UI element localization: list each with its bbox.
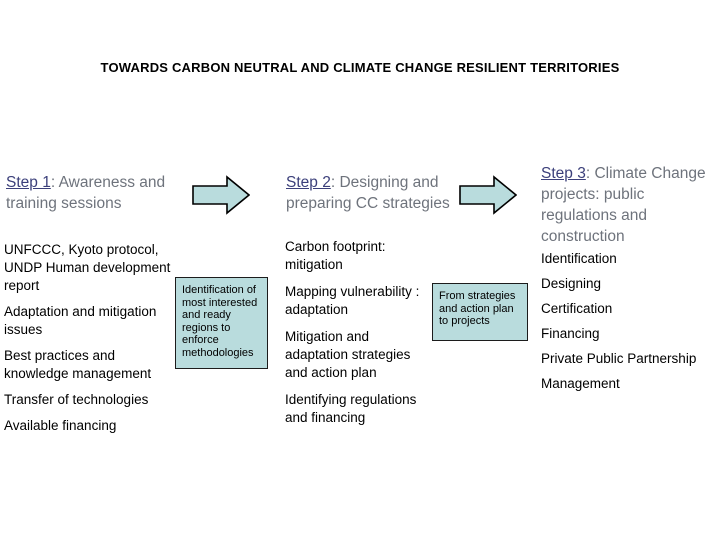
list-item: Certification [541, 301, 613, 316]
list-item: Designing [541, 276, 602, 291]
list-item: UNFCCC, Kyoto protocol, UNDP Human devel… [4, 242, 171, 293]
right-arrow-icon-step1-to-step2 [192, 175, 251, 215]
step-2-heading-text: Designing and preparing CC strategies [286, 174, 450, 212]
list-item: Identifying regulations and financing [285, 392, 417, 425]
list-item: Adaptation and mitigation issues [4, 304, 157, 337]
list-item: Transfer of technologies [4, 392, 149, 407]
list-item: Mitigation and adaptation strategies and… [285, 329, 411, 380]
step-3-heading-text: Climate Change projects: public regulati… [541, 165, 706, 245]
step-2-label: Step 2 [286, 174, 331, 191]
list-item: Financing [541, 326, 600, 341]
step-1-heading-text: Awareness and training sessions [6, 174, 166, 212]
step-3-heading: Step 3: Climate Change projects: public … [541, 163, 720, 247]
list-item: Management [541, 376, 620, 391]
list-item: Identification [541, 251, 617, 266]
step-3-separator: : [585, 165, 595, 182]
step-1-label: Step 1 [6, 174, 51, 191]
step-3-label: Step 3 [541, 165, 586, 182]
step-1-item-list: UNFCCC, Kyoto protocol, UNDP Human devel… [4, 241, 182, 443]
right-arrow-icon-step2-to-step3 [459, 175, 518, 215]
list-item: Available financing [4, 418, 117, 433]
list-item: Best practices and knowledge management [4, 348, 152, 381]
step-2-item-list: Carbon footprint: mitigation Mapping vul… [285, 238, 433, 436]
step-1-separator: : [50, 174, 59, 191]
step-1-heading: Step 1: Awareness and training sessions [6, 172, 191, 214]
note-box-strategies-to-projects: From strategies and action plan to proje… [432, 283, 528, 341]
step-2-separator: : [330, 174, 340, 191]
step-3-item-list: Identification Designing Certification F… [541, 250, 720, 400]
step-2-heading: Step 2: Designing and preparing CC strat… [286, 172, 456, 214]
note-box-identification: Identification of most interested and re… [175, 277, 268, 369]
list-item: Mapping vulnerability : adaptation [285, 284, 420, 317]
list-item: Private Public Partnership [541, 351, 697, 366]
list-item: Carbon footprint: mitigation [285, 239, 386, 272]
page-title: TOWARDS CARBON NEUTRAL AND CLIMATE CHANG… [100, 60, 620, 75]
